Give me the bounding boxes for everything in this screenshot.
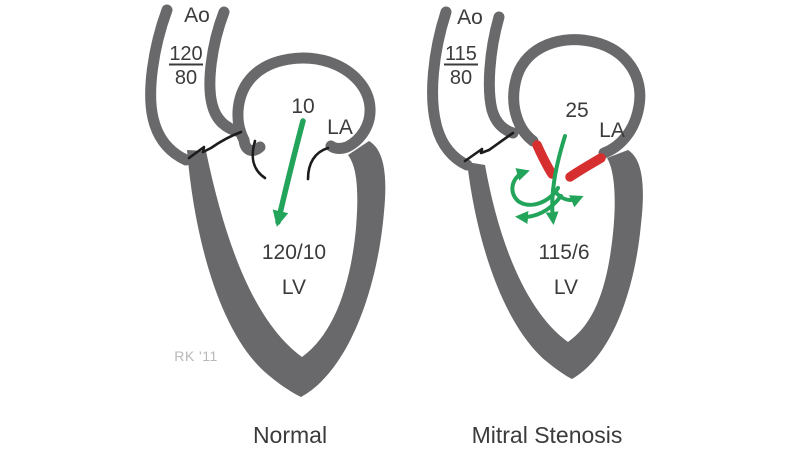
aorta-label: Ao: [457, 6, 483, 29]
left-atrium-wall: [508, 34, 646, 159]
la-label: LA: [599, 119, 625, 142]
aortic-systolic-pressure: 120: [169, 43, 202, 65]
aortic-valve-line: [187, 130, 243, 160]
blood-flow-arrow: [272, 118, 306, 227]
lv-wall: [467, 150, 643, 379]
normal-caption: Normal: [253, 422, 327, 448]
swirl-arrow-right: [552, 188, 584, 208]
mitral-stenosis-heart-diagram: Ao 115 80 25 LA 115/6 LV Mitral Stenosis: [427, 6, 646, 448]
turbulent-jet-arrow: [545, 134, 567, 225]
lv-label: LV: [554, 276, 578, 299]
aorta-label: Ao: [184, 4, 210, 27]
aortic-diastolic-pressure: 80: [450, 67, 472, 89]
la-pressure-value: 10: [291, 95, 314, 118]
aortic-systolic-pressure: 115: [445, 43, 477, 65]
aorta-outer-wall: [145, 4, 192, 166]
lv-wall: [187, 141, 386, 397]
mitral-leaflet-anterior: [251, 139, 267, 180]
la-pressure-value: 25: [565, 99, 588, 122]
aorta-inner-wall: [483, 11, 519, 139]
la-label: LA: [327, 116, 353, 139]
aortic-valve-line: [463, 131, 515, 163]
mitral-leaflet-posterior: [306, 146, 330, 181]
lv-pressure-value: 120/10: [262, 241, 326, 264]
aortic-diastolic-pressure: 80: [175, 67, 197, 89]
lv-label: LV: [282, 276, 306, 299]
lv-pressure-value: 115/6: [539, 241, 590, 264]
mitral-stenosis-caption: Mitral Stenosis: [472, 422, 623, 448]
aorta-inner-wall: [204, 6, 246, 138]
stenotic-leaflet-right: [565, 153, 606, 182]
stenotic-leaflet-left: [532, 140, 557, 179]
aorta-outer-wall: [427, 6, 473, 171]
swirl-arrow-left-curl: [510, 168, 560, 207]
left-atrium-wall: [232, 52, 376, 156]
normal-heart-diagram: Ao 120 80 10 LA 120/10 LV RK '11 Normal: [145, 4, 386, 448]
swirl-arrow-down-left: [515, 194, 563, 225]
artist-signature: RK '11: [174, 348, 218, 364]
